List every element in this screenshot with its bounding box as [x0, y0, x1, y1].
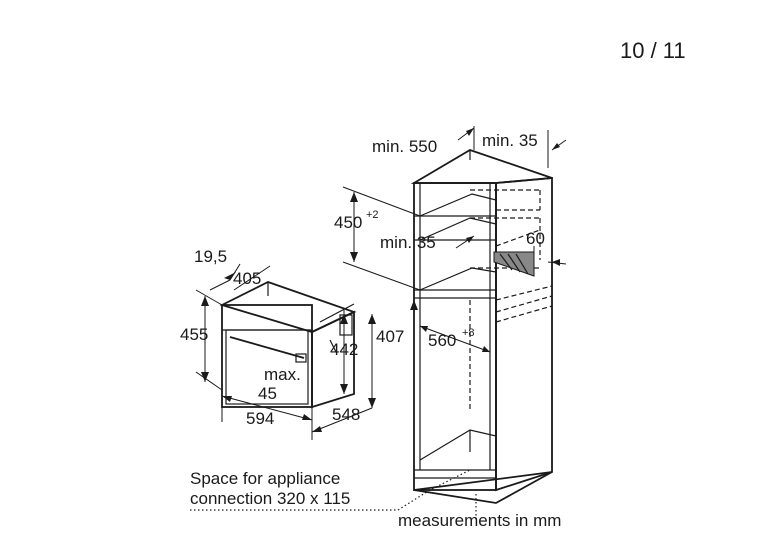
- appliance-side: [311, 310, 355, 409]
- appliance-top: [219, 281, 357, 333]
- label-548: 548: [332, 405, 360, 424]
- label-405: 405: [233, 269, 261, 288]
- label-455: 455: [180, 325, 208, 344]
- label-442: 442: [330, 340, 358, 359]
- label-max-45: 45: [258, 384, 277, 403]
- label-560: 560: [428, 331, 456, 350]
- note-space-line1: Space for appliance: [190, 469, 340, 488]
- tall-cabinet: [410, 149, 553, 504]
- label-vent-60: 60: [526, 229, 545, 248]
- note-measurements: measurements in mm: [398, 511, 561, 530]
- label-19-5: 19,5: [194, 247, 227, 266]
- label-450: 450: [334, 213, 362, 232]
- label-min-35-top: min. 35: [482, 131, 538, 150]
- label-594: 594: [246, 409, 274, 428]
- label-min-550: min. 550: [372, 137, 437, 156]
- appliance: [219, 281, 357, 409]
- appliance-dimensions: [195, 263, 376, 440]
- cabinet-top: [410, 149, 553, 184]
- note-space-line2: connection 320 x 115: [190, 489, 350, 508]
- label-560-tolerance: +8: [462, 327, 475, 339]
- page-indicator: 10 / 11: [620, 38, 686, 63]
- label-max: max.: [264, 365, 301, 384]
- label-407: 407: [376, 327, 404, 346]
- note-leader-pointer: [397, 469, 471, 511]
- cabinet-dimensions: [342, 126, 567, 400]
- label-min-35-mid: min. 35: [380, 233, 436, 252]
- label-450-tolerance: +2: [366, 209, 379, 221]
- cabinet-side-panel: [495, 177, 553, 492]
